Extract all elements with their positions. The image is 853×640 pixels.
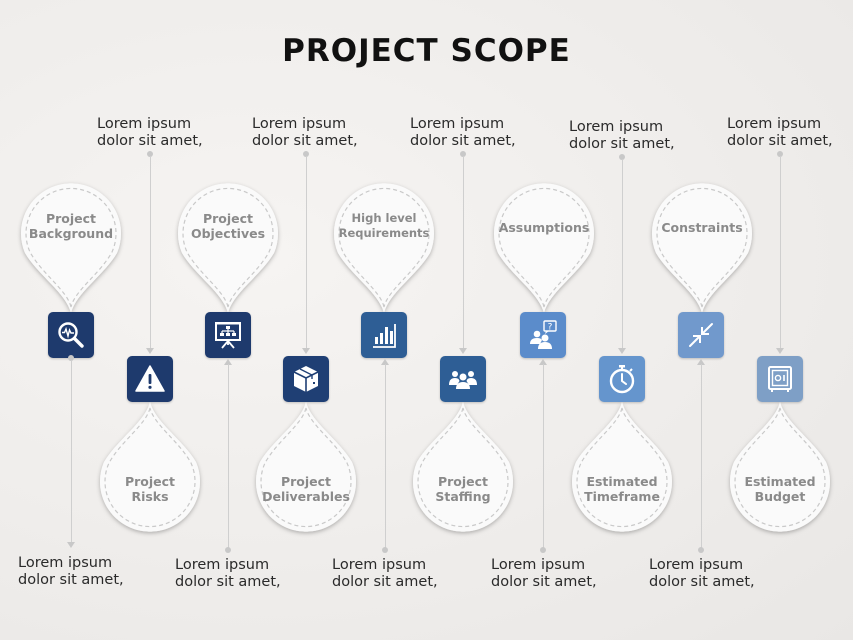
pin-estimated-budget: Estimated Budget	[725, 400, 835, 540]
icon-box-estimated-budget[interactable]	[757, 356, 803, 402]
connector-dot	[225, 547, 231, 553]
note-project-background: Lorem ipsum dolor sit amet,	[18, 555, 124, 588]
connector-line	[306, 156, 307, 349]
connector-arrow	[697, 359, 705, 365]
connector-dot	[698, 547, 704, 553]
connector-arrow	[618, 348, 626, 354]
connector-dot	[147, 151, 153, 157]
pin-project-risks: Project Risks	[95, 400, 205, 540]
icon-box-project-staffing[interactable]	[440, 356, 486, 402]
connector-line	[780, 156, 781, 349]
icon-box-assumptions[interactable]: ?	[520, 312, 566, 358]
note-estimated-timeframe: Lorem ipsum dolor sit amet,	[569, 119, 675, 152]
bar-chart-icon	[373, 324, 396, 348]
note-high-level-requirements: Lorem ipsum dolor sit amet,	[332, 557, 438, 590]
pin-project-deliverables: Project Deliverables	[251, 400, 361, 540]
connector-arrow	[67, 542, 75, 548]
connector-line	[622, 159, 623, 349]
stopwatch-icon	[609, 365, 635, 394]
team-icon	[449, 371, 477, 389]
note-project-staffing: Lorem ipsum dolor sit amet,	[410, 116, 516, 149]
icon-box-project-risks[interactable]	[127, 356, 173, 402]
arrows-inward-icon	[689, 323, 713, 347]
search-analytics-icon	[58, 322, 84, 348]
pin-constraints: Constraints	[647, 175, 757, 315]
connector-line	[150, 156, 151, 349]
connector-dot	[303, 151, 309, 157]
connector-arrow	[776, 348, 784, 354]
connector-dot	[777, 151, 783, 157]
icon-box-estimated-timeframe[interactable]	[599, 356, 645, 402]
connector-arrow	[224, 359, 232, 365]
pin-label: Assumptions	[498, 220, 590, 235]
note-assumptions: Lorem ipsum dolor sit amet,	[491, 557, 597, 590]
package-box-icon	[293, 366, 319, 392]
icon-box-high-level-requirements[interactable]	[361, 312, 407, 358]
connector-dot	[619, 154, 625, 160]
pin-label: Project Staffing	[435, 474, 491, 504]
connector-line	[228, 364, 229, 548]
pin-label: Project Background	[28, 211, 114, 241]
pin-label: High level Requirements	[338, 211, 430, 240]
safe-icon	[768, 366, 792, 392]
page-title: PROJECT SCOPE	[282, 33, 571, 69]
connector-dot	[382, 547, 388, 553]
connector-arrow	[302, 348, 310, 354]
pin-project-staffing: Project Staffing	[408, 400, 518, 540]
note-constraints: Lorem ipsum dolor sit amet,	[649, 557, 755, 590]
connector-arrow	[146, 348, 154, 354]
pin-label: Project Risks	[124, 474, 176, 504]
connector-line	[385, 364, 386, 548]
pin-label: Estimated Timeframe	[584, 474, 660, 504]
note-estimated-budget: Lorem ipsum dolor sit amet,	[727, 116, 833, 149]
connector-dot	[68, 355, 74, 361]
pin-project-background: Project Background	[16, 175, 126, 315]
pin-project-objectives: Project Objectives	[173, 175, 283, 315]
pin-estimated-timeframe: Estimated Timeframe	[567, 400, 677, 540]
connector-line	[71, 360, 72, 543]
connector-line	[701, 364, 702, 548]
connector-arrow	[381, 359, 389, 365]
icon-box-project-objectives[interactable]	[205, 312, 251, 358]
connector-arrow	[539, 359, 547, 365]
connector-line	[543, 364, 544, 548]
svg-text:?: ?	[548, 323, 553, 333]
pin-label: Project Objectives	[190, 211, 266, 241]
icon-box-constraints[interactable]	[678, 312, 724, 358]
pin-assumptions: Assumptions	[489, 175, 599, 315]
connector-dot	[540, 547, 546, 553]
note-project-objectives: Lorem ipsum dolor sit amet,	[175, 557, 281, 590]
presentation-board-icon	[215, 322, 241, 349]
icon-box-project-background[interactable]	[48, 312, 94, 358]
note-project-deliverables: Lorem ipsum dolor sit amet,	[252, 116, 358, 149]
connector-line	[463, 156, 464, 349]
pin-label: Project Deliverables	[262, 474, 350, 504]
people-question-icon: ?	[530, 320, 557, 349]
note-project-risks: Lorem ipsum dolor sit amet,	[97, 116, 203, 149]
pin-label: Estimated Budget	[744, 474, 816, 504]
pin-high-level-requirements: High level Requirements	[329, 175, 439, 315]
connector-dot	[460, 151, 466, 157]
icon-box-project-deliverables[interactable]	[283, 356, 329, 402]
pin-label: Constraints	[661, 220, 743, 235]
connector-arrow	[459, 348, 467, 354]
warning-icon	[135, 365, 165, 392]
